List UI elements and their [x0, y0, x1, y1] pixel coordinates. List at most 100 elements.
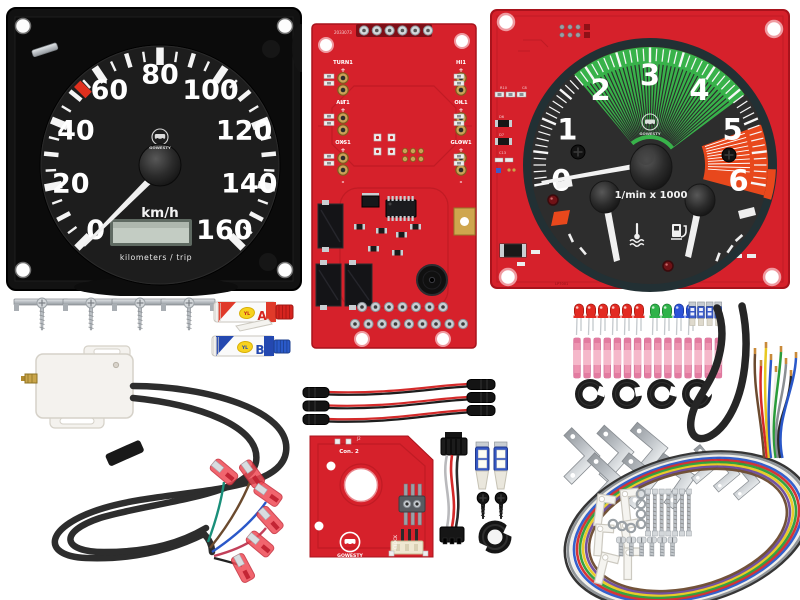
spade-terminal	[245, 530, 275, 558]
speed-sensor-module	[21, 345, 134, 429]
svg-text:-: -	[342, 178, 345, 186]
mounting-hole	[435, 331, 451, 347]
mounting-clip	[111, 297, 167, 331]
svg-text:-: -	[342, 138, 345, 146]
threaded-stud	[685, 488, 692, 537]
threaded-stud	[658, 488, 665, 537]
butt-connector	[684, 337, 692, 379]
plate-ref-label: J2	[356, 436, 361, 441]
svg-text:+: +	[458, 107, 463, 114]
brand-logo-icon	[339, 531, 361, 553]
epoxy-tube-b	[211, 335, 291, 357]
indicator-led	[547, 194, 559, 206]
stripped-wire-end	[774, 358, 788, 459]
rubber-strip	[687, 302, 750, 443]
mixing-spatula	[235, 318, 273, 332]
butt-connector	[583, 337, 591, 379]
epoxy-b-oval-text: YL	[241, 345, 248, 351]
speedometer-unit-label: km/h	[141, 205, 179, 221]
svg-text:-: -	[460, 138, 463, 146]
led-red	[573, 303, 585, 336]
wire-harness-loop	[563, 450, 800, 600]
spade-terminal	[253, 481, 283, 507]
retaining-clip	[31, 42, 59, 58]
mounting-hole	[498, 267, 518, 287]
jumper-wire	[302, 405, 496, 425]
mounting-hole	[762, 267, 782, 287]
t5-led-bulb	[493, 441, 508, 490]
svg-text:+: +	[340, 107, 345, 114]
machine-screw	[636, 536, 647, 557]
coolant-temperature-icon	[629, 223, 645, 248]
epoxy-a-oval-text: YL	[243, 311, 250, 317]
butt-connector	[664, 337, 672, 379]
sensor-cable	[51, 382, 290, 568]
svg-text:+: +	[458, 67, 463, 74]
tachometer-graphics: R10C8D6D7C13LP70010123456	[490, 9, 790, 292]
plate-brand-logo-text: GOWESTY	[337, 553, 363, 559]
threaded-studs	[645, 488, 692, 537]
butt-connectors	[573, 337, 723, 379]
machine-screws	[616, 536, 678, 557]
svg-text:+: +	[340, 147, 345, 154]
stripped-wire-end	[779, 352, 798, 459]
tube-a-cap	[275, 304, 294, 320]
led-green	[661, 303, 673, 336]
stripped-wire-end	[759, 360, 768, 459]
jumper-wire	[302, 392, 496, 412]
main-pcb-graphics: +-+-+-+-+-+-	[311, 23, 477, 349]
washer	[625, 522, 637, 534]
small-grommet	[647, 379, 679, 409]
butt-connector	[704, 337, 713, 379]
epoxy-tube-a	[213, 301, 294, 323]
tachometer-number: 4	[689, 73, 709, 107]
plate-clock-label: CLOCK	[393, 535, 398, 549]
mounting-clip	[13, 297, 69, 331]
led-red	[621, 303, 633, 336]
led-green	[649, 303, 661, 336]
svg-text:-: -	[460, 98, 463, 106]
speedometer-brand-logo-text: GOWESTY	[149, 145, 171, 150]
speedometer-number: 140	[221, 168, 277, 199]
mounting-hole	[276, 261, 294, 279]
butt-connector	[613, 337, 622, 379]
pcb-silkscreen-label: D6	[499, 115, 505, 119]
threaded-stud	[672, 488, 679, 537]
plate-connector	[398, 495, 426, 513]
stripped-wire-end	[753, 348, 766, 459]
led-pack	[573, 303, 697, 336]
speedometer-number: 120	[216, 116, 272, 147]
pcb-silkscreen-label: C8	[522, 86, 528, 90]
mounting-hole	[14, 17, 32, 35]
machine-screw	[616, 536, 626, 557]
mounting-hole	[764, 19, 784, 39]
speedometer-number: 100	[182, 75, 238, 106]
mounting-hole	[454, 33, 470, 49]
speedometer-number: 60	[91, 75, 129, 106]
tube-b-cap	[273, 339, 291, 354]
mounting-clips	[13, 297, 216, 331]
tachometer-unit-label: 1/min x 1000	[615, 190, 688, 201]
speedometer-odometer-label: kilometers / trip	[120, 253, 192, 262]
butt-connector	[694, 337, 703, 379]
tachometer-number: 2	[590, 73, 610, 107]
washer	[635, 508, 647, 520]
mounting-hole	[354, 331, 370, 347]
stripped-wire-end	[763, 342, 771, 459]
speedometer-number: 160	[196, 215, 252, 246]
svg-text:+: +	[458, 147, 463, 154]
machine-screw	[657, 536, 668, 557]
plastic-clip	[593, 523, 615, 557]
fuel-icon	[671, 224, 687, 240]
connector-label-oxs1: OXS1	[335, 140, 351, 146]
butt-connector	[593, 337, 602, 379]
main-circuit-board: +-+-+-+-+-+- 2033073 TURN1 ALT1 OXS1 HI1…	[311, 23, 477, 349]
threaded-stud	[651, 488, 658, 537]
svg-text:-: -	[460, 178, 463, 186]
jumper-wire	[302, 379, 496, 398]
adapter-plate	[309, 435, 434, 558]
epoxy-b-letter: B	[255, 343, 264, 357]
led-blue	[673, 303, 685, 336]
butt-connector	[573, 337, 581, 379]
